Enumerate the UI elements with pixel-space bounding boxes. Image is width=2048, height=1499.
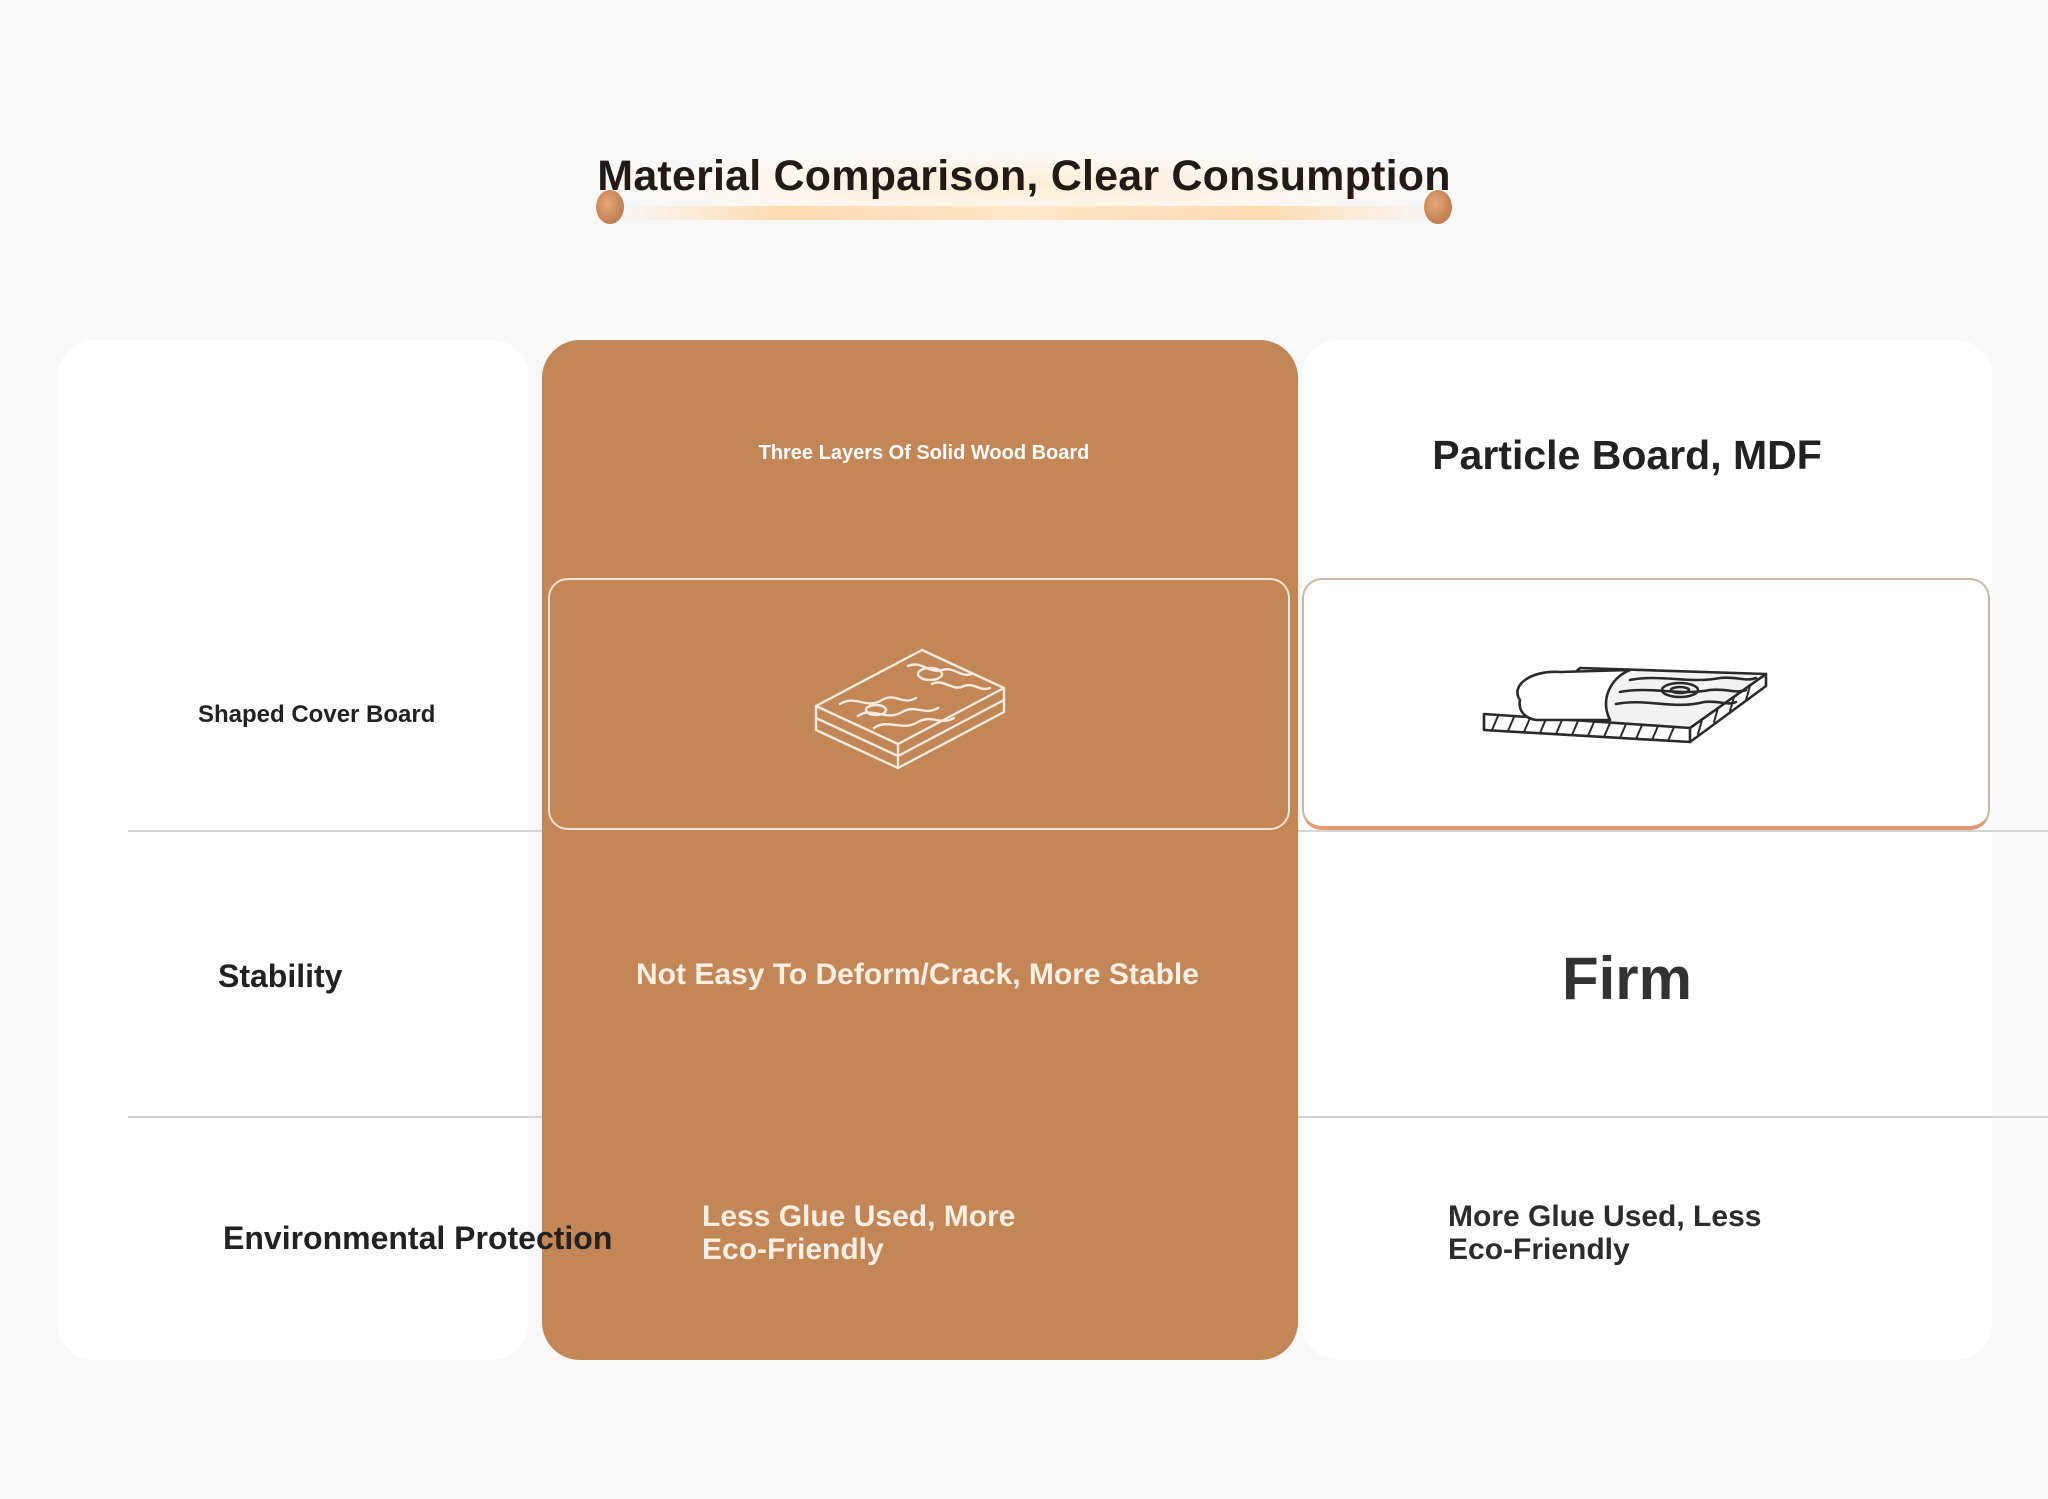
solid-wood-stability: Not Easy To Deform/Crack, More Stable [636, 958, 1199, 991]
solid-wood-heading: Three Layers Of Solid Wood Board [758, 442, 1090, 464]
particle-board-stability: Firm [1561, 945, 1693, 1012]
page-title: Material Comparison, Clear Consumption [597, 152, 1451, 200]
particle-board-env: More Glue Used, Less Eco-Friendly [1448, 1200, 1762, 1266]
particle-board-card [1302, 340, 1992, 1360]
title-banner: Material Comparison, Clear Consumption [596, 130, 1452, 230]
right-knob-icon [1424, 190, 1452, 224]
row-labels-card [58, 340, 528, 1360]
rolled-board-icon [1482, 666, 1768, 744]
solid-wood-card [542, 340, 1298, 1360]
layered-wood-board-icon [814, 648, 1006, 770]
particle-board-heading: Particle Board, MDF [1432, 432, 1822, 478]
title-bar [616, 206, 1432, 220]
solid-wood-env: Less Glue Used, More Eco-Friendly [702, 1200, 1016, 1266]
row-label-board: Shaped Cover Board [198, 701, 436, 728]
solid-wood-image-box [548, 578, 1290, 830]
row-label-env: Environmental Protection [223, 1220, 613, 1256]
left-knob-icon [596, 190, 624, 224]
row-label-stability: Stability [218, 958, 343, 994]
